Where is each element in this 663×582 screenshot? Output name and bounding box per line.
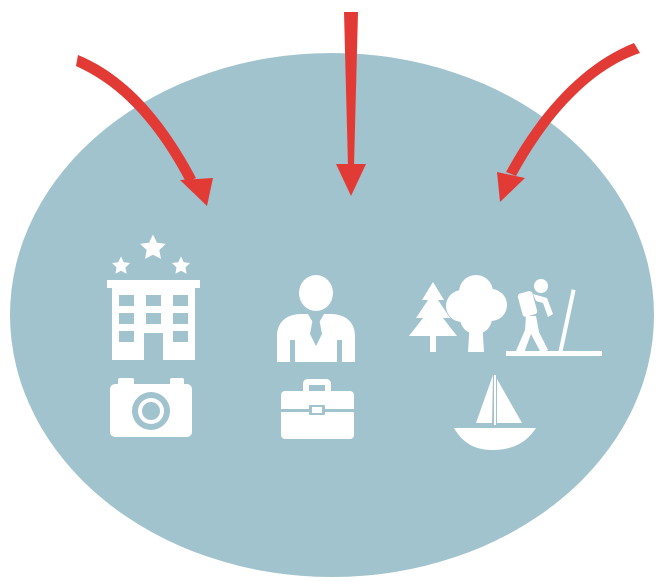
camera-icon: [110, 378, 192, 437]
accommodation-group: [107, 234, 200, 437]
sailboat-icon: [454, 375, 536, 450]
deciduous-tree-icon: [446, 275, 507, 352]
nature-group: [409, 275, 602, 450]
businessman-icon: [277, 275, 355, 362]
curved-arrow-left-icon: [76, 55, 213, 206]
hiker-icon: [506, 279, 602, 356]
business-group: [277, 275, 355, 439]
pine-tree-icon: [409, 282, 457, 352]
curved-arrow-right-icon: [497, 43, 640, 202]
straight-arrow-down-icon: [336, 12, 366, 196]
hotel-three-stars-icon: [107, 234, 200, 360]
briefcase-icon: [281, 379, 354, 439]
